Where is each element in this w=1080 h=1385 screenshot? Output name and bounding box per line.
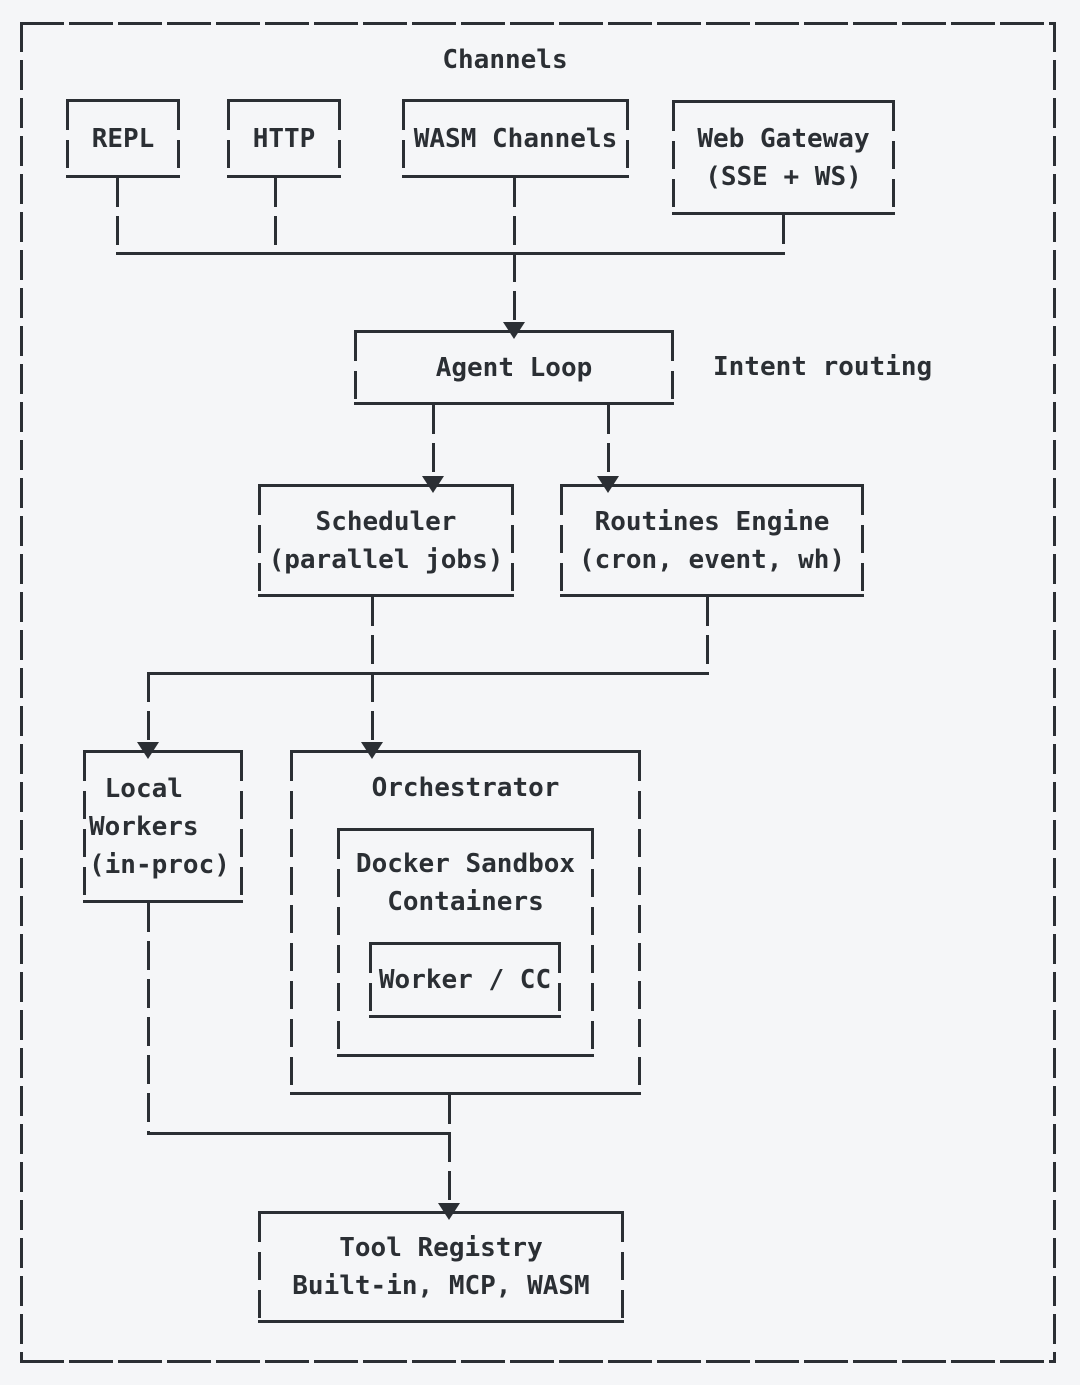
node-local-workers: Local Workers (in-proc) xyxy=(83,750,243,903)
node-http-label: HTTP xyxy=(252,123,316,154)
frame-edge-top xyxy=(20,22,1056,25)
connector-agent-to-routines xyxy=(606,405,610,479)
connector-scheduler-to-orchestrator xyxy=(370,597,374,743)
node-docker-sandbox-line1: Docker Sandbox xyxy=(355,849,576,879)
node-web-gateway-line2: (SSE + WS) xyxy=(705,161,862,192)
node-scheduler-line2: (parallel jobs) xyxy=(268,544,504,575)
connector-bus-to-local-workers xyxy=(146,673,150,743)
node-docker-sandbox: Docker Sandbox Containers xyxy=(337,828,594,1057)
node-wasm-channels-label: WASM Channels xyxy=(413,123,618,154)
node-routines-engine-line2: (cron, event, wh) xyxy=(578,544,846,575)
node-repl: REPL xyxy=(66,99,180,178)
frame-edge-bottom xyxy=(20,1360,1056,1363)
node-orchestrator-label: Orchestrator xyxy=(371,773,560,803)
connector-http-drop xyxy=(273,178,277,253)
node-local-workers-line1: Local xyxy=(89,773,183,804)
node-tool-registry-line2: Built-in, MCP, WASM xyxy=(292,1271,590,1301)
node-orchestrator: Orchestrator xyxy=(290,750,641,1095)
connector-channels-bus xyxy=(115,251,785,255)
connector-bus-to-agent-loop xyxy=(512,253,516,325)
diagram-title: Channels xyxy=(442,45,568,75)
node-local-workers-line3: (in-proc) xyxy=(89,849,230,880)
connector-bus-to-tool-registry xyxy=(447,1133,451,1206)
frame-edge-left xyxy=(20,22,23,1363)
node-tool-registry: Tool Registry Built-in, MCP, WASM xyxy=(258,1211,624,1323)
connector-gateway-drop xyxy=(781,215,785,253)
node-wasm-channels: WASM Channels xyxy=(402,99,629,178)
node-docker-sandbox-line2: Containers xyxy=(387,887,544,917)
connector-agent-to-scheduler xyxy=(431,405,435,479)
node-routines-engine-line1: Routines Engine xyxy=(594,506,830,537)
node-scheduler: Scheduler (parallel jobs) xyxy=(258,484,514,597)
connector-orchestrator-drop xyxy=(447,1095,451,1133)
node-agent-loop-label: Agent Loop xyxy=(435,352,593,383)
connector-wasm-drop xyxy=(512,178,516,253)
node-scheduler-line1: Scheduler xyxy=(315,506,457,537)
node-routines-engine: Routines Engine (cron, event, wh) xyxy=(560,484,864,597)
connector-workers-bus xyxy=(146,671,709,675)
node-worker-cc: Worker / CC xyxy=(369,942,561,1018)
node-worker-cc-label: Worker / CC xyxy=(378,965,552,995)
node-local-workers-line2: Workers xyxy=(89,811,199,842)
connector-tools-bus xyxy=(146,1131,451,1135)
node-web-gateway: Web Gateway (SSE + WS) xyxy=(672,100,895,215)
connector-local-workers-drop xyxy=(146,903,150,1133)
node-agent-loop: Agent Loop xyxy=(354,330,674,405)
node-repl-label: REPL xyxy=(91,123,155,154)
node-http: HTTP xyxy=(227,99,341,178)
frame-edge-right xyxy=(1053,22,1056,1363)
node-web-gateway-line1: Web Gateway xyxy=(697,123,870,154)
connector-repl-drop xyxy=(115,178,119,253)
node-tool-registry-line1: Tool Registry xyxy=(339,1233,543,1263)
connector-routines-drop xyxy=(705,597,709,673)
intent-routing-annotation: Intent routing xyxy=(713,352,933,382)
